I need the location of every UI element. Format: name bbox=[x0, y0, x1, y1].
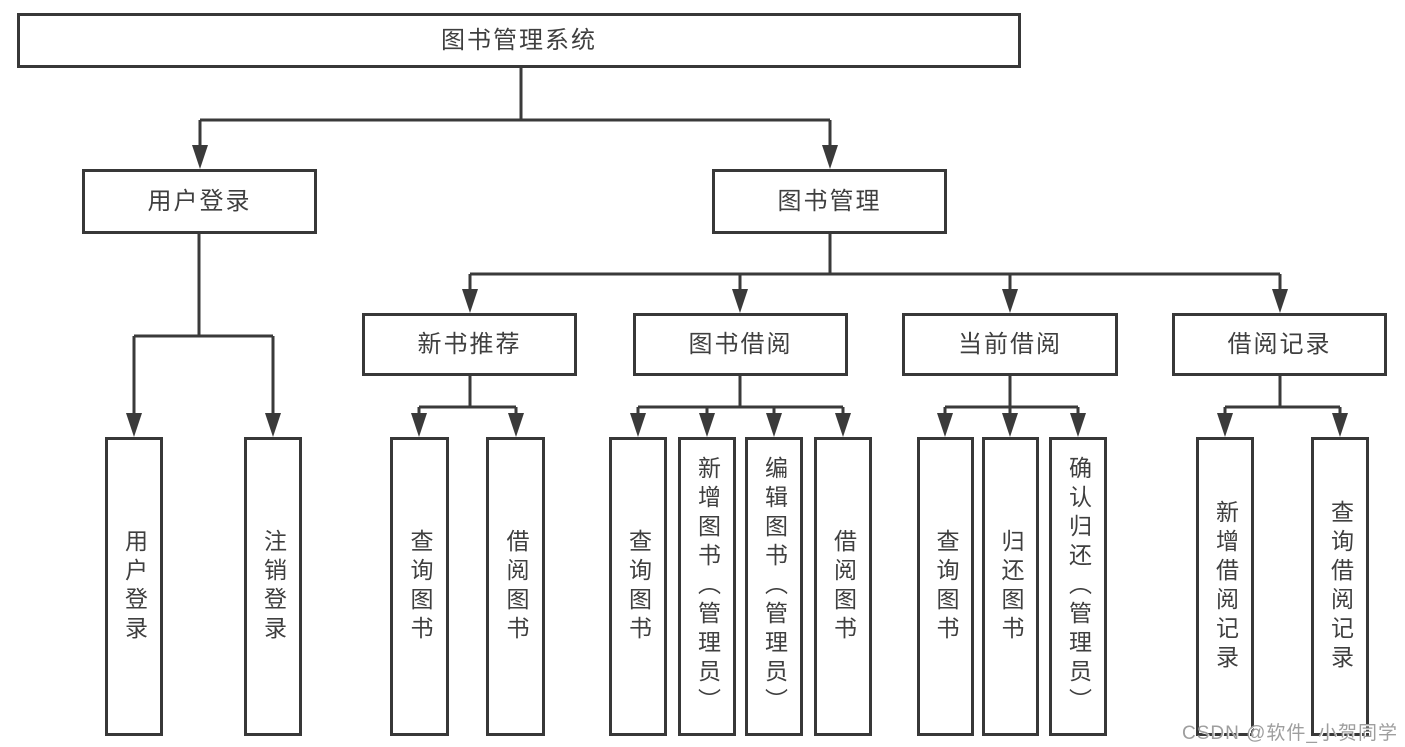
node-current-borrowing: 当前借阅 bbox=[902, 313, 1118, 376]
node-book-management: 图书管理 bbox=[712, 169, 947, 234]
connector-root-to-level2 bbox=[192, 68, 838, 169]
leaf-edit-book-admin: 编辑图书（管理员） bbox=[745, 437, 803, 736]
connector-user-login-to-leaves bbox=[126, 234, 281, 437]
node-user-login: 用户登录 bbox=[82, 169, 317, 234]
leaf-return-books: 归还图书 bbox=[982, 437, 1039, 736]
node-borrowing-records: 借阅记录 bbox=[1172, 313, 1387, 376]
leaf-add-borrowing-record: 新增借阅记录 bbox=[1196, 437, 1254, 736]
leaf-borrow-books-recommend: 借阅图书 bbox=[486, 437, 545, 736]
connector-new-book-to-leaves bbox=[411, 376, 524, 437]
connector-book-borrowing-to-leaves bbox=[630, 376, 851, 437]
leaf-query-borrowing-record: 查询借阅记录 bbox=[1311, 437, 1369, 736]
node-new-book-recommendation: 新书推荐 bbox=[362, 313, 577, 376]
connector-borrowing-records-to-leaves bbox=[1217, 376, 1348, 437]
connector-book-management-to-level3 bbox=[462, 234, 1288, 313]
csdn-watermark: CSDN @软件_小贺同学 bbox=[1182, 723, 1398, 744]
leaf-query-books-borrowing: 查询图书 bbox=[609, 437, 667, 736]
leaf-logout: 注销登录 bbox=[244, 437, 302, 736]
node-library-management-system: 图书管理系统 bbox=[17, 13, 1021, 68]
leaf-query-books-current: 查询图书 bbox=[917, 437, 974, 736]
leaf-query-books-recommend: 查询图书 bbox=[390, 437, 449, 736]
leaf-confirm-return-admin: 确认归还（管理员） bbox=[1049, 437, 1107, 736]
leaf-borrow-books-borrowing: 借阅图书 bbox=[814, 437, 872, 736]
leaf-add-book-admin: 新增图书（管理员） bbox=[678, 437, 736, 736]
node-book-borrowing: 图书借阅 bbox=[633, 313, 848, 376]
leaf-user-login: 用户登录 bbox=[105, 437, 163, 736]
connector-current-borrowing-to-leaves bbox=[937, 376, 1086, 437]
